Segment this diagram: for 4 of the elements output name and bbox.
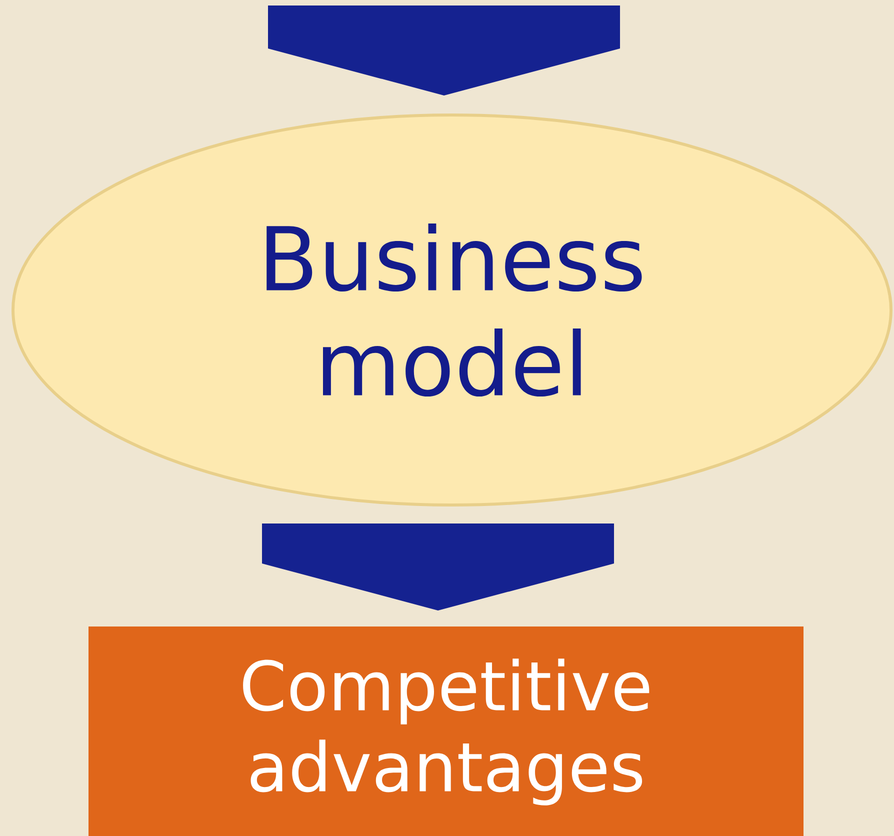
chevron-arrow — [262, 524, 614, 610]
chevron-arrow — [268, 6, 620, 96]
ellipse-node: Business model — [12, 114, 892, 506]
process-box: Competitive advantages — [88, 626, 804, 836]
